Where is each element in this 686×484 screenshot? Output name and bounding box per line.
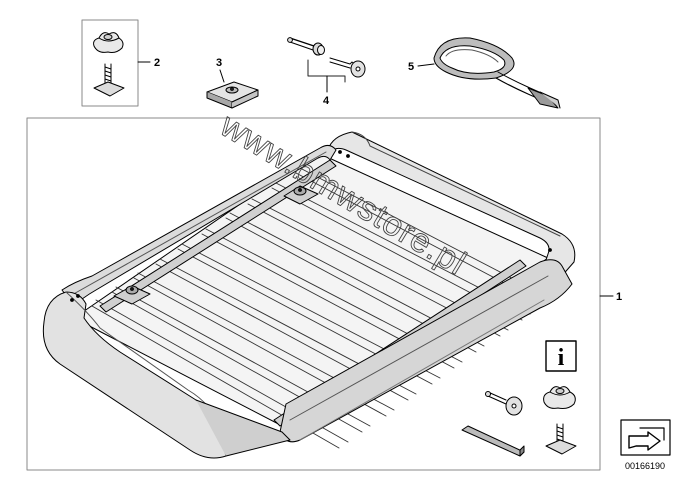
diagram-id-frame (620, 419, 671, 456)
rack-clamp-rear (283, 185, 319, 205)
part-4-lock-cylinder-key: 4 (287, 37, 366, 107)
accessory-star-knob-icon (543, 386, 576, 409)
part-5-tension-strap: 5 (408, 37, 561, 109)
accessory-key-icon (485, 391, 523, 416)
callout-4: 4 (323, 95, 330, 107)
info-box: i (545, 340, 577, 372)
arrow-icon (628, 431, 661, 451)
bolt-icon (93, 63, 125, 97)
rack-clamp-front (113, 285, 151, 305)
accessory-bolt-icon (545, 423, 577, 455)
rack-cross-rail-left (99, 159, 337, 313)
diagram-id: 00166190 (625, 461, 665, 471)
callout-5: 5 (408, 61, 414, 73)
callout-1: 1 (616, 291, 622, 303)
part-2-frame (81, 19, 139, 107)
star-knob-icon (93, 32, 124, 53)
part-2-star-knob-bolt: 2 (81, 19, 160, 107)
part-3-mounting-clamp: 3 (206, 57, 259, 109)
callout-leader-5 (417, 63, 435, 67)
callout-2: 2 (154, 57, 160, 69)
main-frame (26, 117, 601, 471)
lock-cylinder-icon (287, 37, 325, 56)
rack-left-rail (61, 144, 337, 307)
roof-rack-basket (42, 131, 576, 459)
info-symbol: i (558, 345, 565, 371)
diagram-id-badge: 00166190 (620, 419, 671, 471)
callout-leader-3 (219, 69, 225, 83)
callout-3: 3 (216, 57, 222, 69)
key-icon (329, 57, 366, 78)
hex-key-icon (461, 425, 525, 457)
info-icon (545, 340, 577, 372)
